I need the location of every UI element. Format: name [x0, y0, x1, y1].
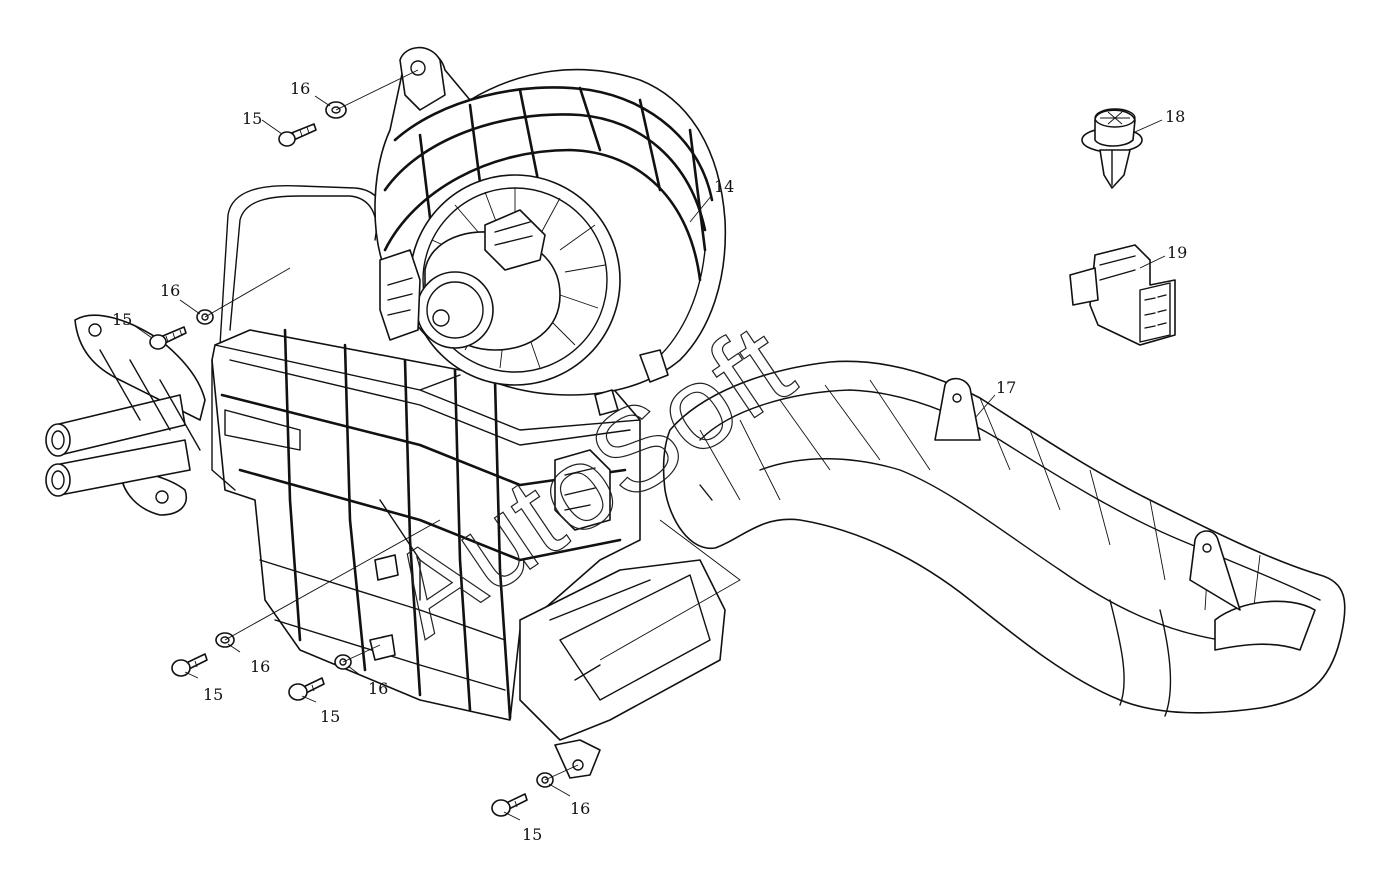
blower-motor-part-14[interactable]	[374, 46, 727, 416]
electrical-connector-part-19[interactable]	[1069, 244, 1176, 346]
bolt-15-left[interactable]	[149, 326, 187, 350]
callout-labels: 14 15 16 15 16 15 16 15 16 15 16 17 18 1…	[112, 79, 1187, 844]
bolt-15-bottom-right[interactable]	[491, 793, 528, 817]
callout-15-top: 15	[242, 109, 262, 128]
callout-14: 14	[714, 177, 734, 196]
air-duct-part-17[interactable]	[662, 360, 1346, 717]
leader-lines	[131, 69, 1166, 821]
callout-16-bottom-left: 16	[250, 657, 270, 676]
callout-18: 18	[1165, 107, 1185, 126]
callout-19: 19	[1167, 243, 1187, 262]
bolt-15-top[interactable]	[278, 123, 317, 147]
callout-16-bottom-mid: 16	[368, 679, 388, 698]
callout-17: 17	[996, 378, 1016, 397]
callout-15-left: 15	[112, 310, 132, 329]
callout-16-left: 16	[160, 281, 180, 300]
callout-16-top: 16	[290, 79, 310, 98]
hvac-housing[interactable]	[211, 184, 726, 779]
bolt-15-bottom-left[interactable]	[171, 653, 208, 677]
callout-16-bottom-right: 16	[570, 799, 590, 818]
bolt-15-bottom-mid[interactable]	[288, 677, 325, 701]
callout-15-bottom-left: 15	[203, 685, 223, 704]
callout-15-bottom-right: 15	[522, 825, 542, 844]
heater-pipe-assembly[interactable]	[45, 314, 206, 516]
callout-15-bottom-mid: 15	[320, 707, 340, 726]
retainer-clip-part-18[interactable]	[1081, 108, 1143, 189]
